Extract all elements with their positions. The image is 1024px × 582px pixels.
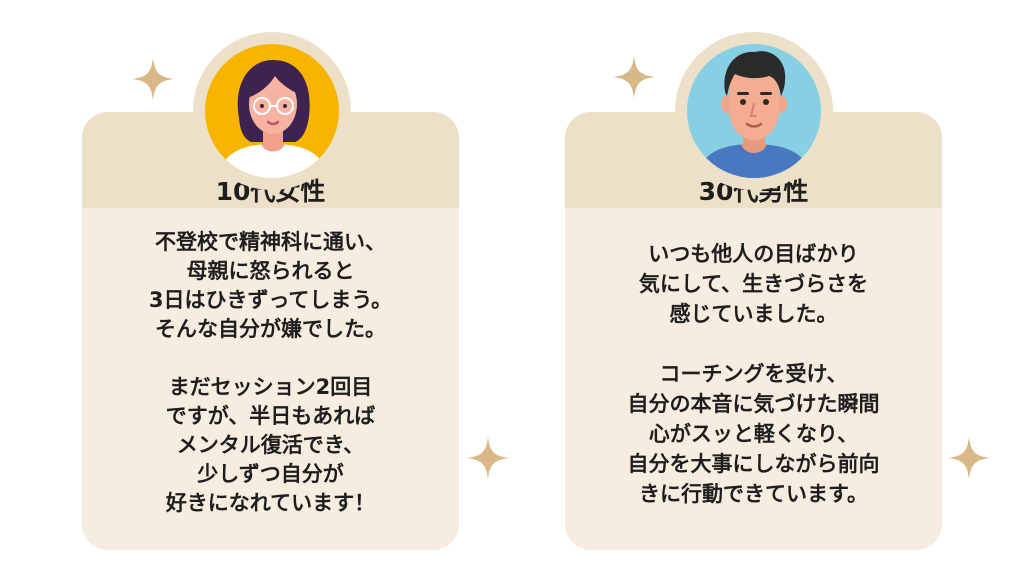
body-line: まだセッション2回目 [168, 375, 373, 399]
body-line: そんな自分が嫌でした。 [155, 317, 386, 341]
body-line: 感じていました。 [669, 302, 838, 326]
sparkle-icon [948, 437, 990, 479]
sparkle-icon [467, 437, 509, 479]
body-line: 不登校で精神科に通い、 [155, 230, 386, 254]
sparkle-icon [613, 56, 655, 98]
body-line: 少しずつ自分が [197, 462, 344, 486]
body-line: いつも他人の目ばかり [648, 242, 859, 266]
body-line: 好きになれています！ [165, 491, 376, 515]
body-line: メンタル復活でき、 [176, 433, 365, 457]
avatar-ring [675, 32, 833, 190]
body-line: ですが、半日もあれば [165, 404, 376, 428]
sparkle-icon [132, 58, 174, 100]
avatar-ring [193, 32, 351, 190]
body-line: 心がスッと軽くなり、 [648, 422, 859, 446]
body-line: 自分を大事にしながら前向 [627, 452, 880, 476]
woman-with-glasses-avatar [205, 44, 339, 178]
body-line: 気にして、生きづらさを [638, 272, 869, 296]
body-line: コーチングを受け、 [659, 362, 848, 386]
man-avatar [687, 44, 821, 178]
body-line: 母親に怒られると [186, 259, 355, 283]
body-line: 3日はひきずってしまう。 [148, 288, 393, 312]
body-line: 自分の本音に気づけた瞬間 [627, 392, 880, 416]
body-line: きに行動できています。 [639, 482, 868, 506]
card-body: いつも他人の目ばかり 気にして、生きづらさを 感じていました。 コーチングを受け… [575, 239, 932, 509]
card-body: 不登校で精神科に通い、 母親に怒られると 3日はひきずってしまう。 そんな自分が… [92, 228, 449, 518]
